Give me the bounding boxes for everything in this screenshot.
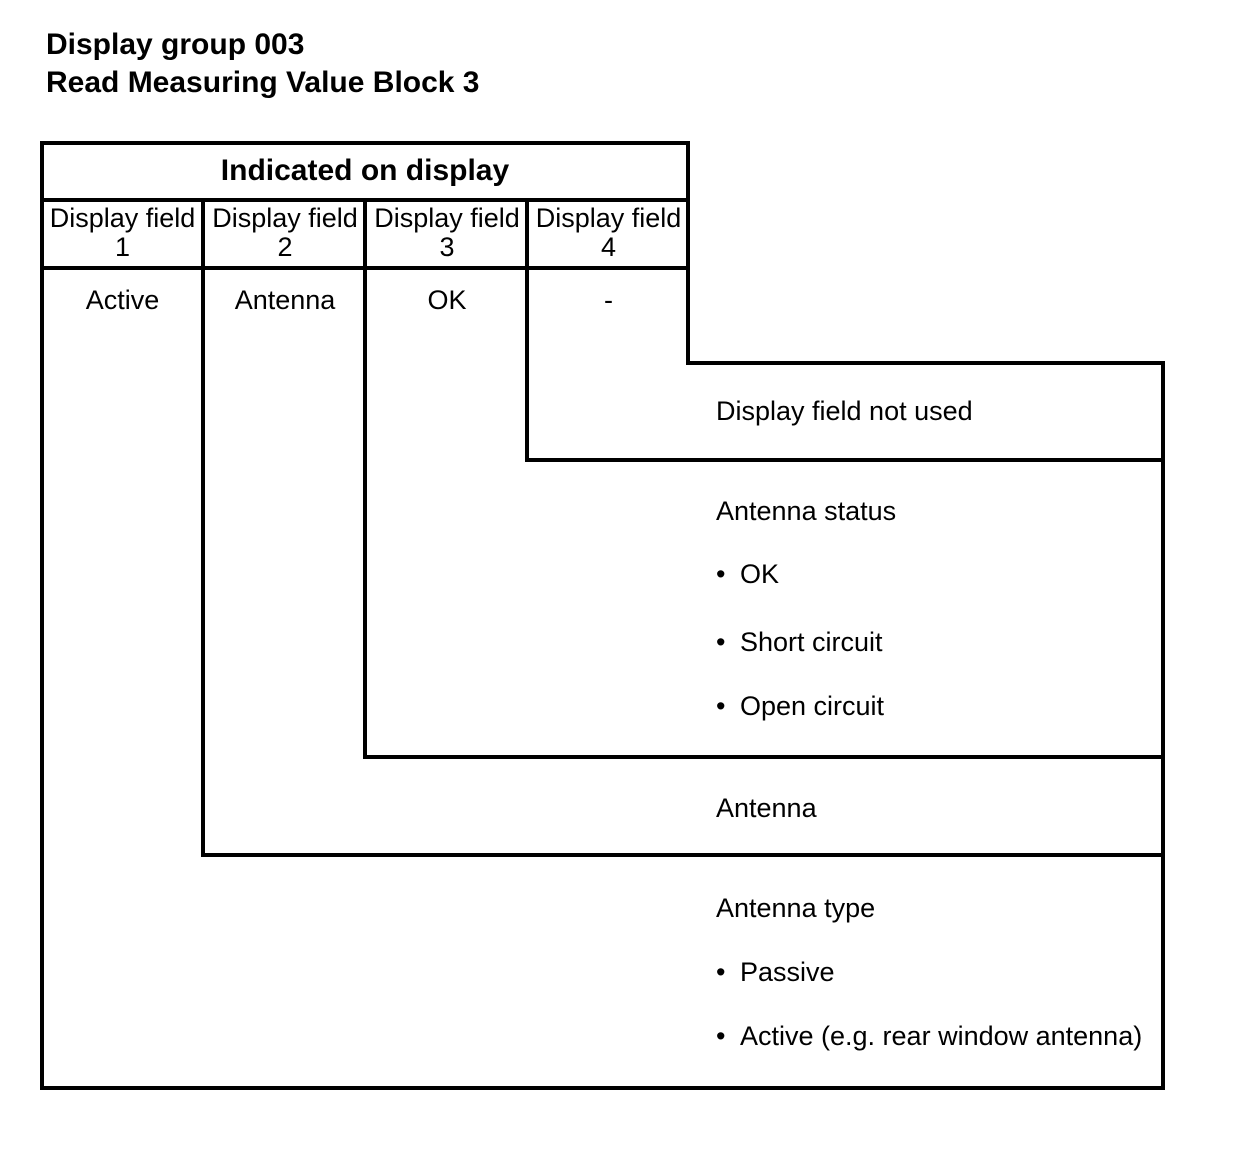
annotation-field3-heading: Antenna status — [716, 496, 897, 526]
bullet-label: OK — [740, 559, 780, 589]
line-col2-left-border — [201, 198, 205, 857]
bullet-icon: • — [716, 957, 726, 987]
line-col3-left-border — [363, 198, 367, 759]
column-header-4-number: 4 — [600, 232, 617, 262]
line-diagram-bottom — [40, 1086, 1165, 1090]
bullet-label: Active (e.g. rear window antenna) — [740, 1021, 1143, 1051]
bullet-label: Passive — [740, 957, 835, 987]
line-col1-left-border — [40, 141, 44, 1090]
line-step-field4-bottom — [525, 458, 1165, 462]
bullet-icon: • — [716, 691, 726, 721]
bullet-icon: • — [716, 627, 726, 657]
bullet-icon: • — [716, 1021, 726, 1051]
value-display-field-1: Active — [85, 285, 160, 315]
page-title: Display group 003 Read Measuring Value B… — [46, 26, 480, 102]
line-step-field4-top — [686, 361, 1165, 365]
page-title-line1: Display group 003 — [46, 28, 305, 61]
column-header-3-number: 3 — [439, 232, 455, 262]
annotation-field2-heading: Antenna — [716, 793, 817, 823]
column-header-4: Display field 4 — [531, 202, 686, 264]
column-header-3-label: Display field — [374, 203, 520, 233]
table-header-indicated-on-display: Indicated on display — [220, 153, 510, 187]
column-header-4-label: Display field — [535, 203, 682, 233]
line-table-top — [40, 141, 690, 145]
line-step-field3-bottom — [363, 755, 1165, 759]
column-header-2: Display field 2 — [207, 202, 363, 264]
page-title-line2: Read Measuring Value Block 3 — [46, 66, 480, 99]
annotation-field1-bullet-passive: • Passive — [716, 957, 835, 987]
annotation-field1-heading: Antenna type — [716, 893, 876, 923]
bullet-label: Open circuit — [740, 691, 885, 721]
value-display-field-2: Antenna — [234, 285, 336, 315]
bullet-label: Short circuit — [740, 627, 883, 657]
line-table-right-border — [686, 141, 690, 365]
column-header-2-number: 2 — [277, 232, 293, 262]
column-header-1-label: Display field — [49, 203, 196, 233]
line-right-border — [1161, 361, 1165, 1090]
line-col4-left-border — [525, 198, 529, 462]
annotation-field3-bullet-ok: • OK — [716, 559, 779, 589]
annotation-field1-bullet-active: • Active (e.g. rear window antenna) — [716, 1021, 1142, 1051]
column-header-2-label: Display field — [212, 203, 358, 233]
column-header-3: Display field 3 — [369, 202, 525, 264]
annotation-field3-bullet-open-circuit: • Open circuit — [716, 691, 884, 721]
column-header-1: Display field 1 — [44, 202, 201, 264]
value-display-field-4: - — [604, 285, 613, 315]
line-step-field2-bottom — [201, 853, 1165, 857]
column-header-1-number: 1 — [114, 232, 131, 262]
value-display-field-3: OK — [427, 285, 467, 315]
bullet-icon: • — [716, 559, 726, 589]
annotation-field3-bullet-short-circuit: • Short circuit — [716, 627, 883, 657]
annotation-field4-not-used: Display field not used — [716, 396, 973, 426]
